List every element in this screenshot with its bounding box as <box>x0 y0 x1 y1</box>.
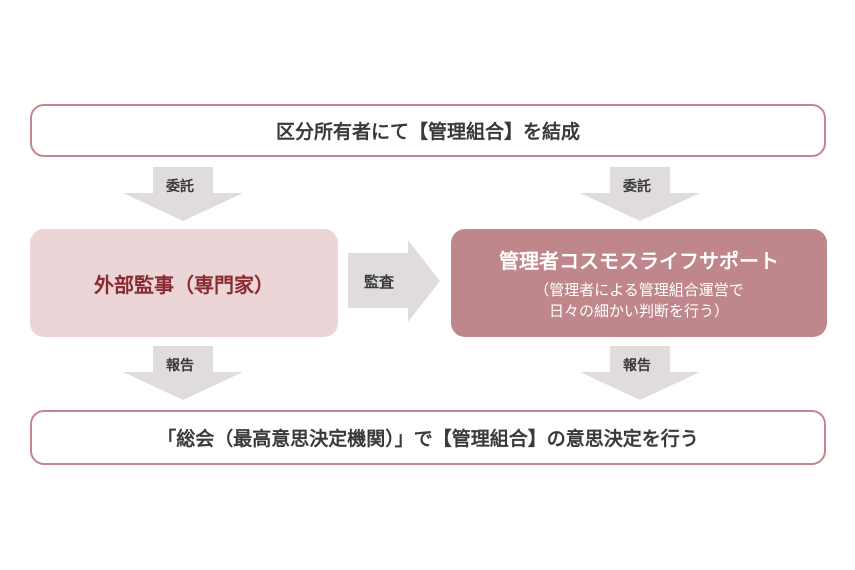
external-auditor-text: 外部監事（専門家） <box>94 272 274 297</box>
arrow-right-audit: 監査 <box>348 240 440 322</box>
arrow-label: 監査 <box>364 273 395 291</box>
arrow-down-report-right: 報告 <box>580 346 700 400</box>
bottom-box-text: 「総会（最高意思決定機関）」で【管理組合】の意思決定を行う <box>157 428 699 450</box>
arrow-label: 委託 <box>166 179 194 195</box>
top-box-text: 区分所有者にて【管理組合】を結成 <box>275 121 580 143</box>
arrow-down-report-left: 報告 <box>123 346 243 400</box>
arrow-down-entrust-left: 委託 <box>123 167 243 221</box>
arrow-label: 報告 <box>623 358 651 374</box>
bottom-box-general-meeting: 「総会（最高意思決定機関）」で【管理組合】の意思決定を行う <box>30 410 826 465</box>
manager-cosmos-life-support-box: 管理者コスモスライフサポート （管理者による管理組合運営で 日々の細かい判断を行… <box>451 229 827 337</box>
arrow-down-entrust-right: 委託 <box>580 167 700 221</box>
manager-title: 管理者コスモスライフサポート <box>499 248 779 273</box>
arrow-label: 報告 <box>166 358 194 374</box>
arrow-label: 委託 <box>623 179 651 195</box>
manager-subtext-line2: 日々の細かい判断を行う） <box>548 301 729 320</box>
external-auditor-box: 外部監事（専門家） <box>30 229 338 337</box>
manager-subtext-line1: （管理者による管理組合運営で <box>534 280 744 299</box>
top-box-management-association: 区分所有者にて【管理組合】を結成 <box>30 104 826 157</box>
